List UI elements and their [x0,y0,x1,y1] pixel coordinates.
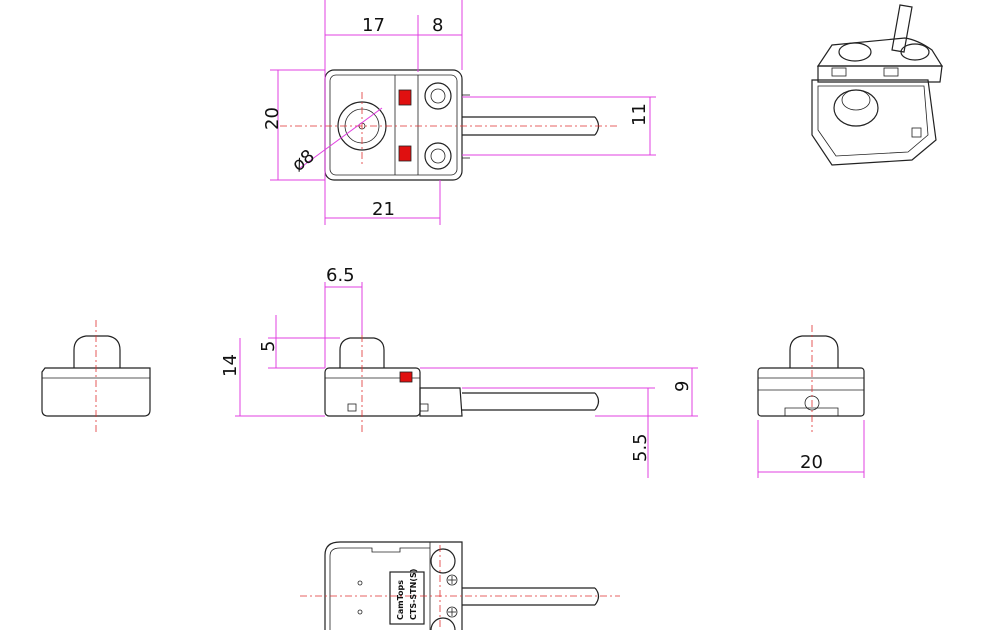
dim-5: 5 [258,341,279,352]
top-view [280,69,620,181]
dim-8: 8 [432,15,443,36]
front-view-dimensions [235,282,698,478]
dim-20-top: 20 [262,107,283,130]
dim-5-5: 5.5 [630,433,651,462]
product-label [389,571,425,625]
dim-17: 17 [362,15,385,36]
led-top-2 [398,145,412,162]
dim-6-5: 6.5 [326,265,355,286]
right-side-view [757,325,865,432]
dim-20-side: 20 [800,452,823,473]
label-model: CTS-STN(S) [409,569,418,620]
right-side-dimensions [757,420,865,478]
top-view-dimensions [270,0,656,225]
led-front [399,371,413,383]
led-top-1 [398,89,412,106]
dim-dia-8: ø8 [288,146,319,176]
label-brand: CamTops [396,580,405,620]
dim-14: 14 [220,354,241,377]
dim-21: 21 [372,199,395,220]
bottom-view [300,541,620,630]
dim-9: 9 [672,381,693,392]
front-view [324,320,600,432]
isometric-view [811,4,944,166]
left-side-view [41,320,151,432]
dim-11: 11 [629,103,650,126]
